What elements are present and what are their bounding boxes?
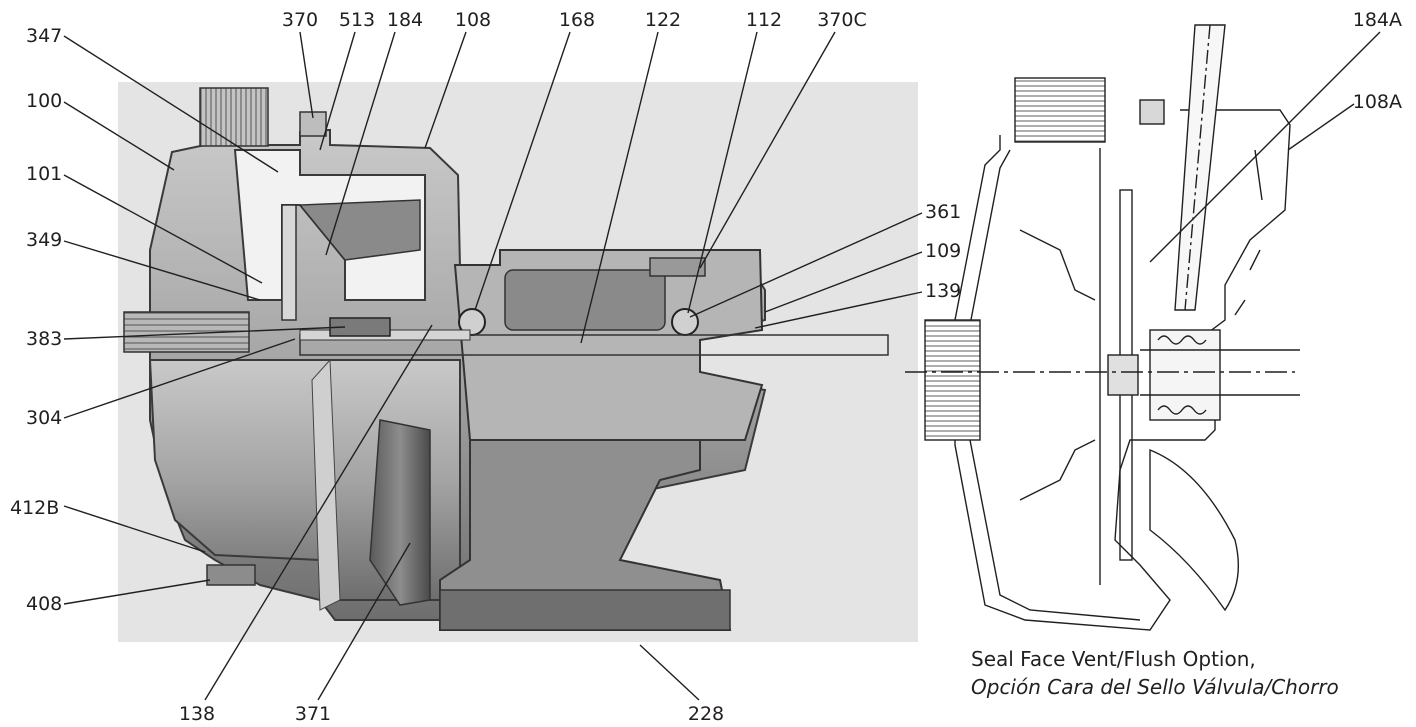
- leader-101: [63, 174, 263, 284]
- leader-112: [687, 31, 758, 314]
- seal-detail-drawing: [905, 24, 1300, 631]
- detail-flush-fitting: [1139, 99, 1165, 125]
- detail-rear-vane: [1149, 448, 1240, 612]
- label-349: 349: [26, 229, 62, 251]
- label-184: 184: [387, 9, 423, 31]
- leader-349: [63, 240, 261, 301]
- detail-vent-axis: [1184, 24, 1211, 311]
- label-412B: 412B: [10, 497, 59, 519]
- leader-371: [317, 542, 411, 701]
- label-109: 109: [925, 240, 961, 262]
- label-184A: 184A: [1353, 9, 1402, 31]
- leader-228: [639, 644, 700, 701]
- detail-suction-thread: [924, 319, 981, 441]
- caption-spanish: Opción Cara del Sello Válvula/Chorro: [971, 675, 1339, 699]
- detail-impeller-nut: [1107, 354, 1139, 396]
- caption-english: Seal Face Vent/Flush Option,: [971, 647, 1256, 671]
- flap-valve: [369, 419, 431, 606]
- outboard-bearing: [671, 308, 699, 336]
- label-361: 361: [925, 201, 961, 223]
- shaft: [299, 334, 889, 356]
- leader-513: [319, 31, 356, 151]
- impeller: [281, 204, 297, 321]
- label-304: 304: [26, 407, 62, 429]
- label-168: 168: [559, 9, 595, 31]
- detail-vane-upper: [1019, 229, 1096, 301]
- leader-370: [299, 31, 314, 119]
- label-408: 408: [26, 593, 62, 615]
- leader-108A: [1287, 103, 1355, 151]
- leader-347: [63, 35, 279, 173]
- label-513: 513: [339, 9, 375, 31]
- leader-184: [325, 31, 396, 256]
- bearing-cavity: [504, 269, 666, 331]
- label-101: 101: [26, 163, 62, 185]
- detail-caption: Seal Face Vent/Flush Option, Opción Cara…: [971, 645, 1339, 701]
- leader-304: [63, 338, 296, 419]
- label-347: 347: [26, 25, 62, 47]
- leader-408: [63, 579, 211, 605]
- label-138: 138: [179, 703, 215, 725]
- vent-plug: [649, 257, 706, 277]
- leader-100: [63, 101, 175, 171]
- detail-discharge-thread: [1014, 77, 1106, 143]
- support-base: [439, 589, 731, 631]
- leader-122: [580, 31, 659, 344]
- callouts: 370 513 184 108 168 122 112 370C 347 100…: [10, 9, 1402, 725]
- detail-cover-ribs: [1234, 149, 1263, 316]
- leader-139: [754, 291, 923, 329]
- label-108: 108: [455, 9, 491, 31]
- leader-383: [63, 326, 346, 340]
- label-383: 383: [26, 328, 62, 350]
- leader-370C: [699, 31, 836, 269]
- label-100: 100: [26, 90, 62, 112]
- detail-spring: [1157, 335, 1207, 415]
- label-371: 371: [295, 703, 331, 725]
- label-370C: 370C: [817, 9, 867, 31]
- detail-vane-lower: [1019, 439, 1096, 501]
- leader-138: [204, 324, 433, 701]
- detail-vent-tube: [1174, 24, 1226, 311]
- detail-casing-outline: [954, 109, 1291, 631]
- label-228: 228: [688, 703, 724, 725]
- leader-108: [424, 31, 467, 149]
- leader-109: [764, 251, 923, 313]
- leader-361: [689, 212, 923, 318]
- label-108A: 108A: [1353, 91, 1402, 113]
- label-122: 122: [645, 9, 681, 31]
- leader-184A: [1149, 31, 1381, 263]
- detail-seal: [1149, 329, 1221, 421]
- label-370: 370: [282, 9, 318, 31]
- bracket-rib: [311, 358, 341, 611]
- drain-plug: [206, 564, 256, 586]
- discharge-nozzle: [199, 87, 269, 147]
- leader-412B: [63, 505, 206, 553]
- support-foot: [439, 439, 732, 631]
- pump-cutaway-illustration: [118, 82, 918, 642]
- label-139: 139: [925, 280, 961, 302]
- leader-168: [474, 31, 571, 311]
- label-112: 112: [746, 9, 782, 31]
